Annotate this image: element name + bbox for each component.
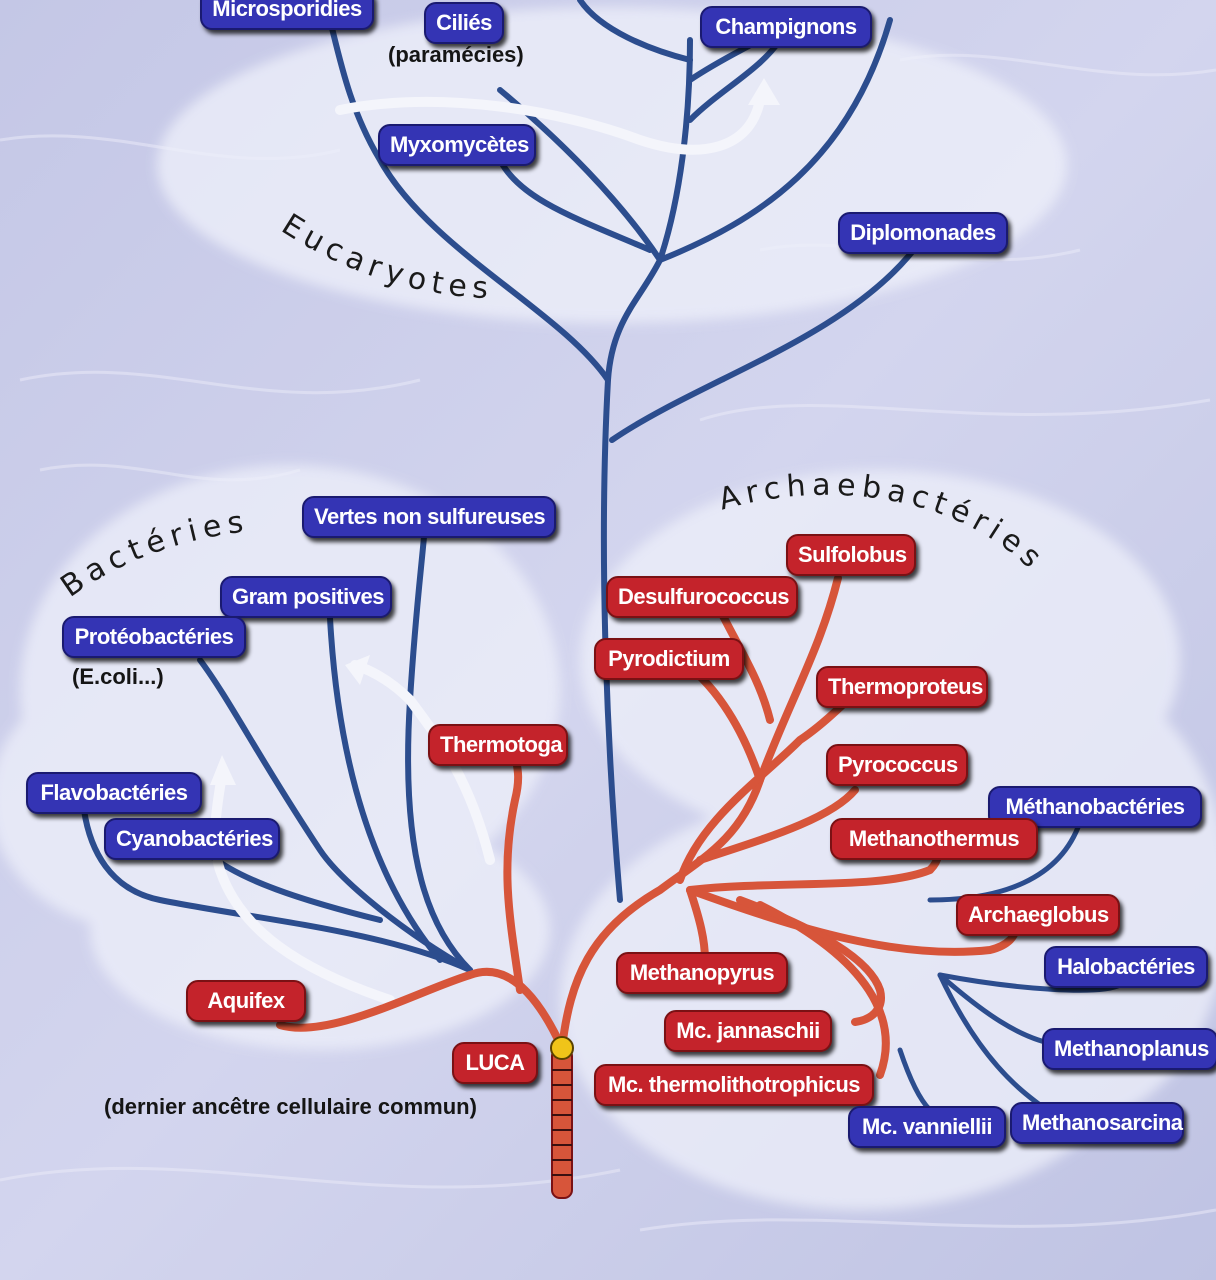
luca-node (551, 1037, 573, 1059)
label-methanoplanus: Methanoplanus (1042, 1028, 1216, 1070)
label-pyrococcus: Pyrococcus (826, 744, 968, 786)
label-mc-jannaschii: Mc. jannaschii (664, 1010, 832, 1052)
label-mc-thermolithotrophicus: Mc. thermolithotrophicus (594, 1064, 874, 1106)
label-luca: LUCA (452, 1042, 538, 1084)
label-methanosarcina: Methanosarcina (1010, 1102, 1184, 1144)
label-thermotoga: Thermotoga (428, 724, 568, 766)
label-aquifex: Aquifex (186, 980, 306, 1022)
label-cilies: Ciliés (424, 2, 504, 44)
label-desulfurococcus: Desulfurococcus (606, 576, 798, 618)
label-proteobacteries: Protéobactéries (62, 616, 246, 658)
eucaryotes-cloud (157, 7, 1067, 323)
label-flavobacteries: Flavobactéries (26, 772, 202, 814)
label-microsporidies: Microsporidies (200, 0, 374, 30)
label-halobacteries: Halobactéries (1044, 946, 1208, 988)
label-methanopyrus: Methanopyrus (616, 952, 788, 994)
label-thermoproteus: Thermoproteus (816, 666, 988, 708)
label-mc-vanniellii: Mc. vanniellii (848, 1106, 1006, 1148)
label-diplomonades: Diplomonades (838, 212, 1008, 254)
luca-root (551, 1037, 573, 1198)
note-cilies: (paramécies) (388, 42, 524, 68)
label-gram-positives: Gram positives (220, 576, 392, 618)
label-myxomycetes: Myxomycètes (378, 124, 536, 166)
note-luca: (dernier ancêtre cellulaire commun) (104, 1094, 477, 1120)
label-methanothermus: Methanothermus (830, 818, 1038, 860)
label-archaeglobus: Archaeglobus (956, 894, 1120, 936)
label-cyanobacteries: Cyanobactéries (104, 818, 280, 860)
label-pyrodictium: Pyrodictium (594, 638, 744, 680)
label-vertes-non-sulfureuses: Vertes non sulfureuses (302, 496, 556, 538)
note-proteobacteries: (E.coli...) (72, 664, 164, 690)
label-sulfolobus: Sulfolobus (786, 534, 916, 576)
label-champignons: Champignons (700, 6, 872, 48)
